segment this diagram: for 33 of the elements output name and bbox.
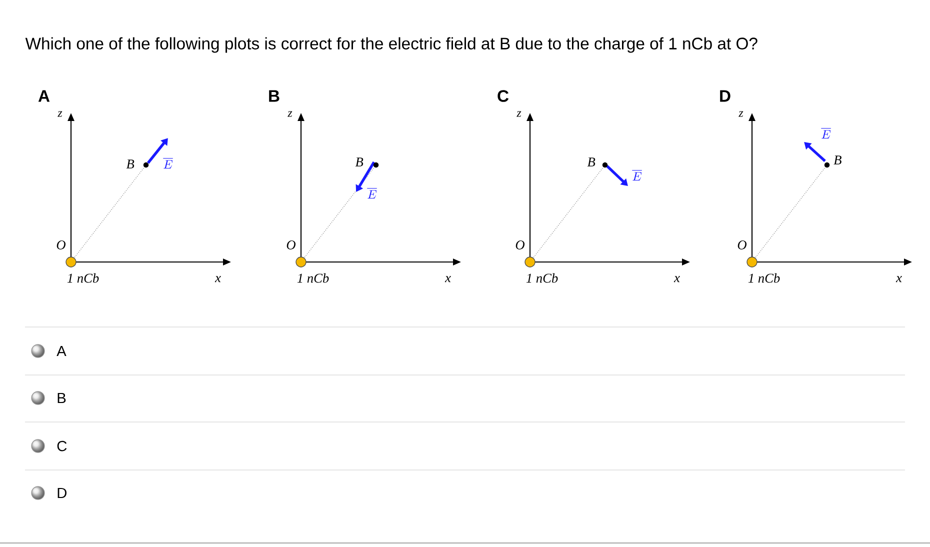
origin-label: O xyxy=(516,240,525,250)
origin-label: O xyxy=(738,240,747,250)
charge-label: 1 nCb xyxy=(526,273,558,283)
origin-label: O xyxy=(286,240,296,250)
option-label: A xyxy=(56,346,66,356)
point-label: B xyxy=(355,158,364,166)
option-label: B xyxy=(58,392,66,404)
field-label: $\overline{E}$ xyxy=(821,128,831,138)
axis-label: x xyxy=(444,276,451,282)
axis-label: z xyxy=(516,111,522,117)
charge-label: 1 nCb xyxy=(297,273,329,283)
origin-label: O xyxy=(56,240,66,250)
panel-letter: D xyxy=(720,90,730,102)
point-label: B xyxy=(126,160,134,168)
axis-label: z xyxy=(288,111,292,117)
point-label: B xyxy=(587,158,596,166)
panel-letter: A xyxy=(38,90,50,102)
field-label: $\overline{E}$ xyxy=(632,170,642,180)
field-label: $\overline{E}$ xyxy=(367,188,377,198)
charge-label: 1 nCb xyxy=(67,273,99,283)
charge-label: 1 nCb xyxy=(748,273,780,283)
option-label: D xyxy=(58,488,66,498)
axis-label: x xyxy=(896,276,902,282)
axis-label: x xyxy=(214,276,221,282)
field-label: $\overline{E}$ xyxy=(163,158,173,168)
panel-letter: C xyxy=(498,90,509,102)
axis-label: z xyxy=(738,111,744,117)
point-label: B xyxy=(834,156,842,164)
question-text: Which one of the following plots is correct for the electric field at B due to the charge of 1 nCb at O? xyxy=(25,37,758,53)
option-label: C xyxy=(57,440,67,452)
panel-letter: B xyxy=(269,90,280,102)
axis-label: x xyxy=(674,276,680,282)
axis-label: z xyxy=(58,111,62,117)
